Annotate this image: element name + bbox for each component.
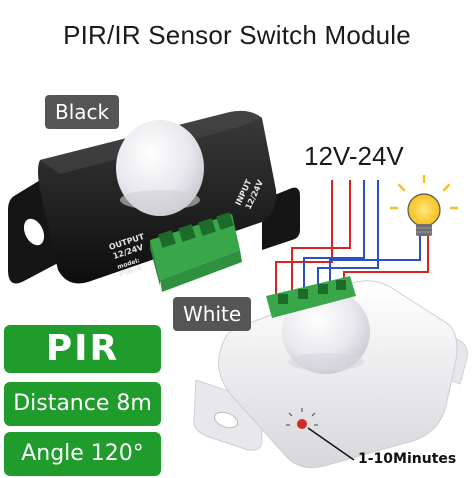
terminal-block-white [266, 276, 356, 318]
white-variant-tag: White [173, 297, 252, 331]
page-title: PIR/IR Sensor Switch Module [63, 20, 411, 50]
black-variant-tag: Black [45, 95, 120, 129]
terminal-block-black [150, 212, 242, 292]
pir-badge: PIR [4, 325, 161, 373]
timer-range-label: 1-10Minutes [358, 451, 457, 467]
timer-dial [286, 408, 355, 461]
black-sensor-module [8, 110, 300, 292]
angle-badge: Angle 120° [4, 432, 161, 476]
light-bulb-icon [389, 174, 459, 236]
white-sensor-module [193, 276, 468, 469]
distance-badge: Distance 8m [4, 382, 161, 426]
voltage-label: 12V-24V [304, 141, 404, 171]
